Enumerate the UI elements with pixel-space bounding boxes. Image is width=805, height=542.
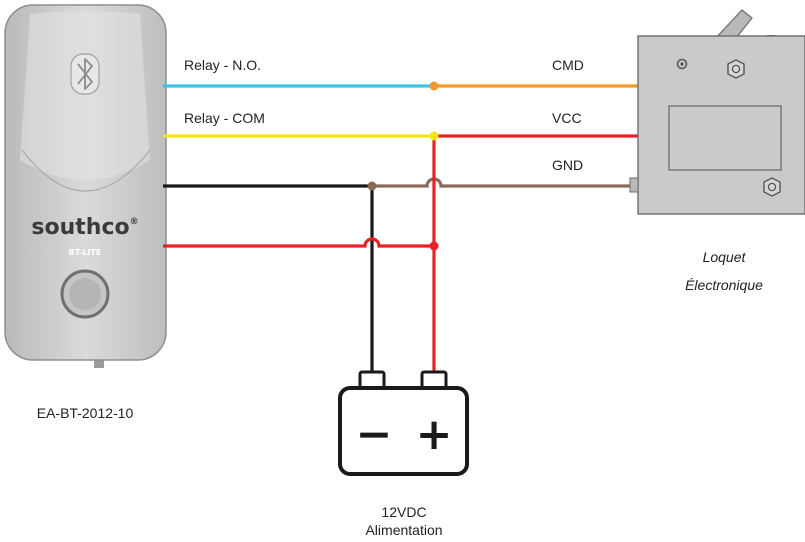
latch-label-line2: Électronique — [685, 277, 763, 293]
junction-gnd — [367, 181, 377, 191]
device-highlight — [20, 11, 150, 180]
label-cmd: CMD — [552, 57, 584, 73]
latch-screw — [676, 58, 688, 70]
battery-terminal-minus — [358, 370, 386, 390]
latch-nut-top — [727, 59, 745, 79]
latch-panel — [668, 105, 782, 171]
battery-plus-sign: + — [416, 409, 453, 460]
label-relay-no: Relay - N.O. — [184, 57, 261, 73]
junction-cmd — [429, 81, 439, 91]
wire-gnd — [372, 177, 630, 188]
electronic-latch — [629, 9, 805, 215]
battery-label-line2: Alimentation — [365, 522, 442, 538]
battery: − + — [338, 370, 469, 476]
label-gnd: GND — [552, 157, 583, 173]
wires — [163, 84, 640, 374]
part-number-label: EA-BT-2012-10 — [37, 405, 134, 421]
junction-supply — [429, 241, 439, 251]
battery-terminal-plus — [420, 370, 448, 390]
bt-lite-device: southco® BT-LITE — [4, 4, 167, 368]
device-contour — [21, 149, 151, 192]
junction-vcc — [429, 131, 439, 141]
latch-nut-bottom — [763, 177, 781, 197]
wire-red-supply — [163, 237, 434, 248]
latch-gnd-tab — [629, 177, 639, 193]
battery-body — [338, 386, 469, 476]
latch-label-line1: Loquet — [703, 249, 747, 265]
battery-minus-sign: − — [356, 409, 393, 460]
brand-logo: southco® — [31, 215, 138, 240]
model-sub-label: BT-LITE — [69, 248, 102, 257]
label-relay-com: Relay - COM — [184, 110, 265, 126]
bluetooth-icon — [70, 53, 100, 95]
label-vcc: VCC — [552, 110, 582, 126]
battery-label-line1: 12VDC — [381, 504, 426, 520]
